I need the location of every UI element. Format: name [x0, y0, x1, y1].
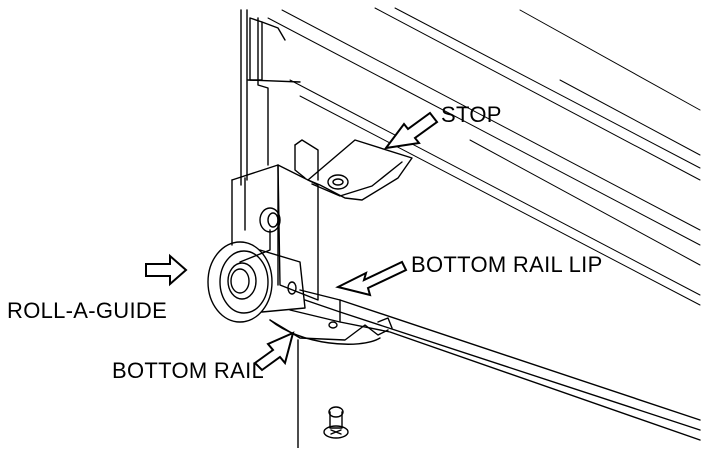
arrow-stop	[383, 111, 439, 150]
frame-vertical-edges	[240, 9, 301, 186]
screw	[323, 406, 349, 439]
label-bottom-rail-lip: BOTTOM RAIL LIP	[411, 252, 603, 277]
roll-a-guide-wheel	[207, 241, 306, 323]
label-stop: STOP	[441, 102, 502, 127]
arrow-roll-a-guide	[145, 253, 188, 287]
stop-bracket	[294, 139, 413, 201]
bottom-rail	[269, 289, 701, 449]
panel-diagonal-lines	[267, 7, 701, 306]
arrow-bottom-rail	[253, 331, 295, 372]
arrow-bottom-rail-lip	[335, 260, 408, 297]
label-bottom-rail: BOTTOM RAIL	[112, 358, 265, 383]
mounting-bracket	[231, 164, 319, 301]
label-roll-a-guide: ROLL-A-GUIDE	[7, 298, 168, 323]
